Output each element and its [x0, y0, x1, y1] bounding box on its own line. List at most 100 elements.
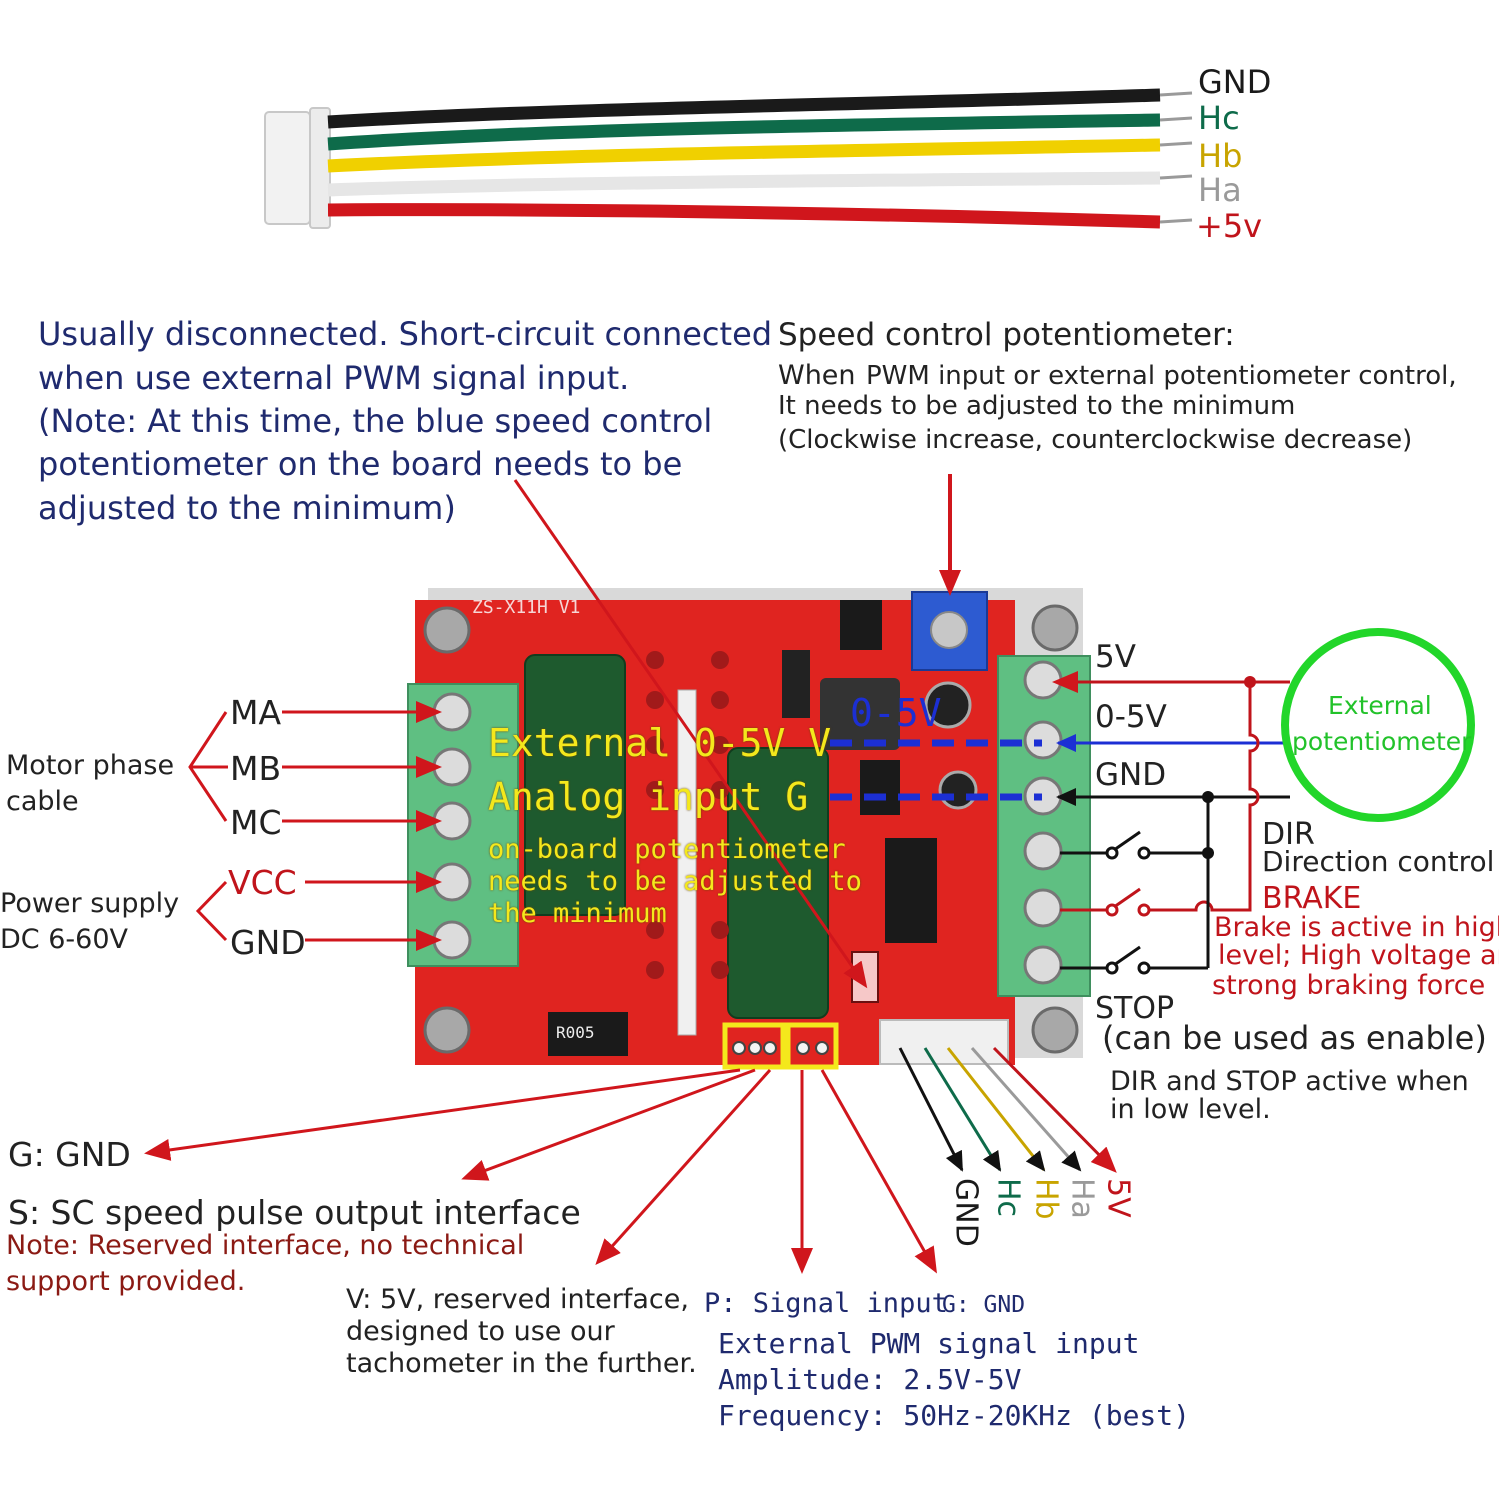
label-p-signal: P: Signal input	[704, 1288, 948, 1319]
low-level-line-1: DIR and STOP active when	[1110, 1066, 1469, 1097]
diode	[782, 650, 810, 718]
reserved-note-line-2: support provided.	[6, 1266, 246, 1297]
wire-label-ha: Ha	[1198, 171, 1242, 209]
right-wiring	[1052, 628, 1475, 975]
speed-pot-line-1: PWM input or external potentiometer cont…	[866, 361, 1457, 391]
label-stop: STOP	[1095, 991, 1175, 1026]
external-pot-line-2: potentiometer	[1292, 727, 1472, 756]
brake-desc-line-2: level; High voltage and	[1218, 940, 1499, 971]
power-supply-line-2: DC 6-60V	[0, 924, 128, 955]
wire-label-gnd: GND	[1198, 63, 1272, 101]
label-mb: MB	[230, 749, 282, 788]
label-brake: BRAKE	[1262, 881, 1362, 916]
label-g-gnd-2: G: GND	[942, 1292, 1026, 1318]
pwm-line-3: Frequency: 50Hz-20KHz (best)	[718, 1399, 1191, 1432]
label-g-gnd: G: GND	[8, 1135, 131, 1174]
wire-label-hc: Hc	[1198, 99, 1240, 137]
label-gnd-right: GND	[1095, 757, 1167, 793]
low-level-line-2: in low level.	[1110, 1094, 1271, 1125]
inductor	[820, 678, 900, 750]
wire-hb	[327, 138, 1161, 173]
overlay-minimum: the minimum	[488, 898, 667, 929]
wire-ha	[327, 171, 1161, 197]
wire-hc	[327, 113, 1161, 151]
pg-header-box	[785, 1022, 839, 1070]
label-dir: DIR	[1262, 817, 1315, 852]
small-cap-1	[924, 681, 972, 729]
jumper-note-arrow	[513, 479, 868, 989]
harness-connector-latch	[309, 107, 331, 229]
label-stop-desc: (can be used as enable)	[1102, 1019, 1487, 1057]
label-vcc: VCC	[228, 863, 297, 902]
reserved-note-line-1: Note: Reserved interface, no technical	[6, 1230, 525, 1261]
resistor-label: R005	[556, 1023, 595, 1042]
label-0-5v: 0-5V	[1095, 699, 1167, 735]
speed-pot-line-3: (Clockwise increase, counterclockwise de…	[778, 425, 1413, 455]
overlay-needs-adjust: needs to be adjusted to	[488, 866, 862, 897]
ic-main	[885, 838, 937, 943]
bottom-arrows	[144, 1068, 937, 1274]
wire-label-5v: +5v	[1196, 207, 1263, 245]
left-terminal-screws	[432, 692, 472, 960]
wire-label-hb: Hb	[1198, 137, 1243, 175]
board-screws	[423, 604, 1079, 1054]
overlay-analog-input: Analog input G	[488, 775, 809, 819]
label-dir-desc: Direction control	[1262, 845, 1495, 878]
capacitor-1	[524, 654, 626, 916]
v-note-line-1: V: 5V, reserved interface,	[346, 1284, 689, 1315]
jumper-note-line-5: adjusted to the minimum)	[38, 489, 456, 527]
jumper-note-line-2: when use external PWM signal input.	[38, 359, 630, 397]
shunt-resistor	[548, 1012, 628, 1056]
overlay-onboard-pot: on-board potentiometer	[488, 834, 846, 865]
harness-connector-housing	[264, 111, 311, 225]
heatsink-strip	[677, 689, 697, 1036]
power-supply-line-1: Power supply	[0, 888, 180, 919]
ic-top	[840, 600, 882, 650]
overlay-external-05v: External 0-5V V	[488, 721, 832, 765]
conn-label-ha: Ha	[1064, 1178, 1100, 1219]
conn-label-5v: 5V	[1100, 1178, 1136, 1218]
right-terminal-block	[997, 655, 1091, 997]
jumper-note-line-1: Usually disconnected. Short-circuit conn…	[38, 315, 773, 353]
right-terminal-screws	[1023, 660, 1063, 985]
conn-label-hc: Hc	[990, 1178, 1026, 1218]
label-s-output: S: SC speed pulse output interface	[8, 1193, 581, 1232]
conn-label-gnd: GND	[948, 1178, 984, 1247]
small-cap-2	[938, 770, 978, 810]
overlay-pot-label: 0-5V	[850, 691, 942, 735]
v-note-line-3: tachometer in the further.	[346, 1348, 697, 1379]
conn-label-hb: Hb	[1028, 1178, 1064, 1220]
label-ma: MA	[230, 693, 282, 732]
pwm-line-2: Amplitude: 2.5V-5V	[718, 1363, 1022, 1396]
jumper-pads	[851, 951, 879, 1003]
pcb-board	[407, 588, 1091, 1070]
label-5v: 5V	[1095, 639, 1136, 675]
speed-pot-line-2: It needs to be adjusted to the minimum	[778, 391, 1296, 421]
hall-connector	[879, 1019, 1009, 1065]
left-arrows	[188, 701, 442, 951]
header-pins	[732, 1041, 829, 1055]
v-note-line-2: designed to use our	[346, 1316, 615, 1347]
wire-gnd	[327, 88, 1161, 129]
wire-harness	[264, 88, 1193, 229]
board-model: ZS-X11H V1	[472, 597, 581, 618]
motor-cable-line-2: cable	[6, 786, 79, 817]
mosfet-column	[646, 651, 729, 979]
gsv-header-box	[722, 1022, 786, 1070]
motor-cable-line-1: Motor phase	[6, 750, 175, 781]
brake-desc-line-1: Brake is active in high	[1214, 912, 1499, 943]
speed-pot-when: When	[778, 360, 856, 391]
label-gnd-left: GND	[230, 923, 306, 962]
external-pot-line-1: External	[1328, 691, 1432, 720]
brake-desc-line-3: strong braking force	[1212, 970, 1486, 1001]
ic-small	[860, 760, 900, 815]
external-pot-circle	[1281, 628, 1475, 822]
jumper-note-line-3: (Note: At this time, the blue speed cont…	[38, 402, 713, 440]
wire-5v	[327, 203, 1161, 229]
speed-pot-title: Speed control potentiometer:	[778, 317, 1235, 353]
hall-fan-wires	[898, 1046, 1117, 1173]
pwm-line-1: External PWM signal input	[718, 1327, 1140, 1360]
label-mc: MC	[230, 803, 282, 842]
